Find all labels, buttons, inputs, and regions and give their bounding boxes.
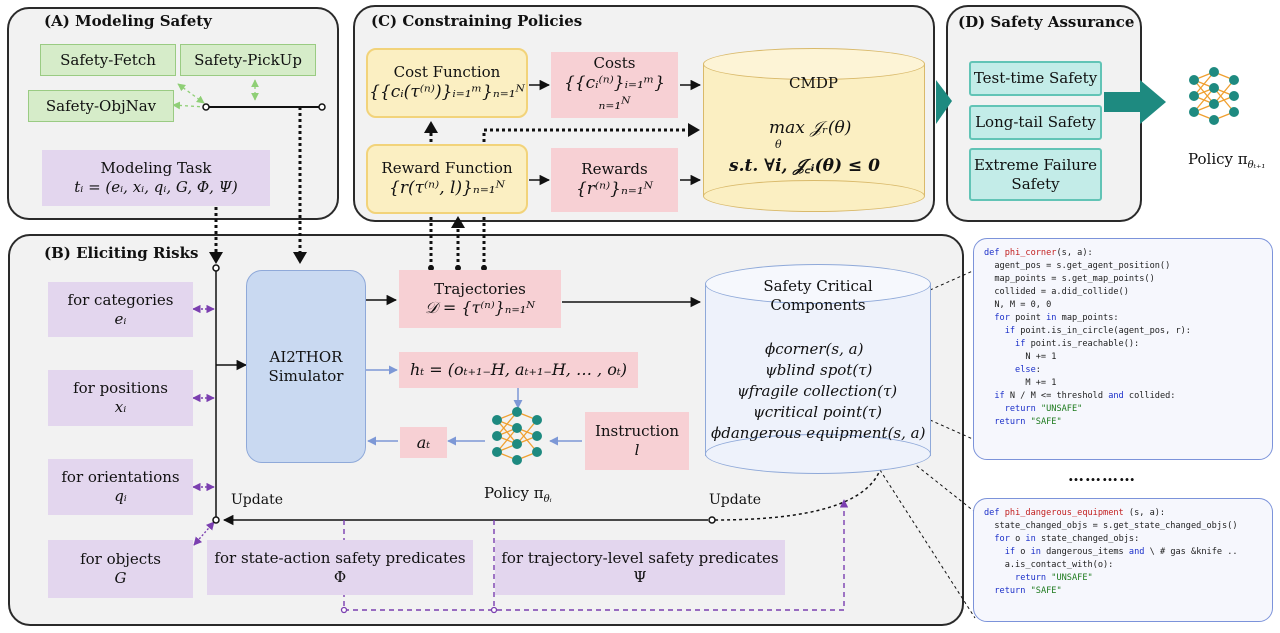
code-line: M += 1	[984, 378, 1057, 388]
code-phi-dangerous-equipment: def phi_dangerous_equipment (s, a): stat…	[973, 498, 1273, 622]
state-action-label: for state-action safety predicates	[214, 548, 466, 567]
costs-formula: {{cᵢ⁽ⁿ⁾}ᵢ₌₁ᵐ}ₙ₌₁ᴺ	[563, 73, 666, 115]
rewards-label: Rewards	[581, 160, 648, 178]
code-line: if N / M <= threshold and collided:	[994, 391, 1176, 401]
code-line: else:	[1015, 365, 1041, 375]
assurance-test-time: Test-time Safety	[969, 61, 1102, 96]
policy-network-icon-bottom	[492, 407, 542, 465]
cmdp-label: CMDP	[789, 74, 838, 92]
code-line: def phi_corner(s, a):	[984, 248, 1093, 258]
rewards-box: Rewards {r⁽ⁿ⁾}ₙ₌₁ᴺ	[551, 148, 678, 212]
code-line: return "UNSAFE"	[1015, 573, 1093, 583]
factor-orientations-label: for orientations	[61, 468, 180, 487]
trajectories-label: Trajectories	[434, 279, 526, 298]
component-blind-spot: ψblind spot(τ)	[765, 361, 873, 379]
code-line: return "SAFE"	[994, 417, 1062, 427]
trajectory-predicates-label: for trajectory-level safety predicates	[501, 548, 779, 567]
code-line: return "SAFE"	[994, 586, 1062, 596]
assurance-policy-label: Policy πθₜ₊₁	[1188, 150, 1265, 171]
code-line: def phi_dangerous_equipment (s, a):	[984, 508, 1166, 518]
policy-network-icon-top	[1189, 67, 1239, 125]
assurance-policy-text: Policy π	[1188, 150, 1248, 168]
code-line: N += 1	[984, 352, 1057, 362]
panel-c-title: (C) Constraining Policies	[371, 12, 583, 30]
factor-objects-symbol: G	[114, 569, 127, 587]
assurance-long-tail: Long-tail Safety	[969, 105, 1102, 140]
factor-positions-label: for positions	[73, 379, 168, 398]
code-line: if point.is_in_circle(agent_pos, r):	[1004, 326, 1191, 336]
costs-box: Costs {{cᵢ⁽ⁿ⁾}ᵢ₌₁ᵐ}ₙ₌₁ᴺ	[551, 52, 678, 118]
code-line: if o in dangerous_items and \ # gas &kni…	[1004, 547, 1238, 557]
rewards-formula: {r⁽ⁿ⁾}ₙ₌₁ᴺ	[575, 178, 654, 199]
code-line: for o in state_changed_objs:	[994, 534, 1140, 544]
policy-text: Policy π	[484, 484, 544, 502]
components-cylinder: Safety Critical Components ϕcorner(s, a)…	[705, 264, 931, 474]
code-phi-corner: def phi_corner(s, a): agent_pos = s.get_…	[973, 238, 1273, 460]
code-line: agent_pos = s.get_agent_position()	[984, 261, 1171, 271]
cost-function-label: Cost Function	[393, 63, 501, 81]
state-action-predicates: for state-action safety predicates Φ	[207, 540, 473, 595]
reward-function-box: Reward Function {r(τ⁽ⁿ⁾, l)}ₙ₌₁ᴺ	[366, 144, 528, 214]
policy-sub: θᵢ	[543, 494, 552, 505]
trajectory-predicates: for trajectory-level safety predicates Ψ	[495, 540, 785, 595]
factor-positions-symbol: xᵢ	[114, 398, 127, 416]
code-line: map_points = s.get_map_points()	[984, 274, 1155, 284]
components-title: Safety Critical Components	[763, 277, 873, 314]
code-line: return "UNSAFE"	[1004, 404, 1083, 414]
reward-function-label: Reward Function	[381, 159, 513, 177]
assurance-extreme-failure: Extreme Failure Safety	[969, 148, 1102, 201]
action-box: aₜ	[400, 427, 447, 458]
instruction-symbol: l	[634, 441, 640, 459]
modeling-task-box: Modeling Task tᵢ = (eᵢ, xᵢ, qᵢ, G, Φ, Ψ)	[42, 150, 270, 206]
panel-a-title: (A) Modeling Safety	[44, 12, 212, 30]
cmdp-cylinder: CMDP max 𝒥ᵣ(θ) θ s.t. ∀i, 𝒥꜀ᵢ(θ) ≤ 0	[703, 48, 925, 212]
trajectories-box: Trajectories 𝒟 = {τ⁽ⁿ⁾}ₙ₌₁ᴺ	[399, 270, 561, 328]
component-dangerous-equipment: ϕdangerous equipment(s, a)	[711, 424, 926, 442]
panel-b-title: (B) Eliciting Risks	[44, 244, 199, 262]
factor-positions: for positions xᵢ	[48, 370, 193, 426]
update-label-right: Update	[709, 492, 761, 508]
code-line: N, M = 0, 0	[984, 300, 1052, 310]
code-line: if point.is_reachable():	[1015, 339, 1140, 349]
modeling-task-formula: tᵢ = (eᵢ, xᵢ, qᵢ, G, Φ, Ψ)	[74, 178, 238, 196]
modeling-task-label: Modeling Task	[100, 159, 212, 178]
cmdp-constraint: s.t. ∀i, 𝒥꜀ᵢ(θ) ≤ 0	[729, 156, 880, 176]
update-label-left: Update	[231, 492, 283, 508]
instruction-box: Instruction l	[585, 412, 689, 470]
component-corner: ϕcorner(s, a)	[765, 340, 864, 358]
component-critical-point: ψcritical point(τ)	[753, 403, 882, 421]
factor-orientations: for orientations qᵢ	[48, 459, 193, 515]
task-safety-objnav: Safety-ObjNav	[28, 90, 174, 122]
component-fragile-collection: ψfragile collection(τ)	[737, 382, 898, 400]
task-safety-pickup: Safety-PickUp	[180, 44, 316, 76]
history-box: hₜ = (oₜ₊₁₋H, aₜ₊₁₋H, … , oₜ)	[399, 352, 638, 388]
simulator-box: AI2THOR Simulator	[246, 270, 366, 463]
factor-orientations-symbol: qᵢ	[114, 487, 127, 505]
code-line: for point in map_points:	[994, 313, 1119, 323]
cost-function-box: Cost Function {{cᵢ(τ⁽ⁿ⁾)}ᵢ₌₁ᵐ}ₙ₌₁ᴺ	[366, 48, 528, 118]
cmdp-objective: max 𝒥ᵣ(θ)	[769, 118, 852, 138]
cost-function-formula: {{cᵢ(τ⁽ⁿ⁾)}ᵢ₌₁ᵐ}ₙ₌₁ᴺ	[369, 81, 525, 102]
panel-d-title: (D) Safety Assurance	[958, 13, 1135, 31]
state-action-symbol: Φ	[333, 567, 347, 586]
instruction-label: Instruction	[594, 422, 680, 441]
reward-function-formula: {r(τ⁽ⁿ⁾, l)}ₙ₌₁ᴺ	[389, 177, 505, 198]
factor-categories-label: for categories	[67, 290, 174, 309]
assurance-policy-sub: θₜ₊₁	[1247, 160, 1266, 171]
costs-label: Costs	[593, 54, 636, 73]
factor-objects: for objects G	[48, 540, 193, 598]
factor-objects-label: for objects	[80, 550, 161, 569]
cmdp-objective-sub: θ	[775, 138, 782, 151]
ellipsis: …………	[1068, 466, 1136, 485]
task-safety-fetch: Safety-Fetch	[40, 44, 176, 76]
trajectories-formula: 𝒟 = {τ⁽ⁿ⁾}ₙ₌₁ᴺ	[424, 298, 536, 318]
code-line: collided = a.did_collide()	[984, 287, 1129, 297]
factor-categories: for categories eᵢ	[48, 282, 193, 337]
code-line: a.is_contact_with(o):	[984, 560, 1114, 570]
trajectory-predicates-symbol: Ψ	[633, 567, 647, 586]
code-line: state_changed_objs = s.get_state_changed…	[984, 521, 1238, 531]
policy-label: Policy πθᵢ	[484, 484, 552, 505]
factor-categories-symbol: eᵢ	[114, 309, 127, 328]
